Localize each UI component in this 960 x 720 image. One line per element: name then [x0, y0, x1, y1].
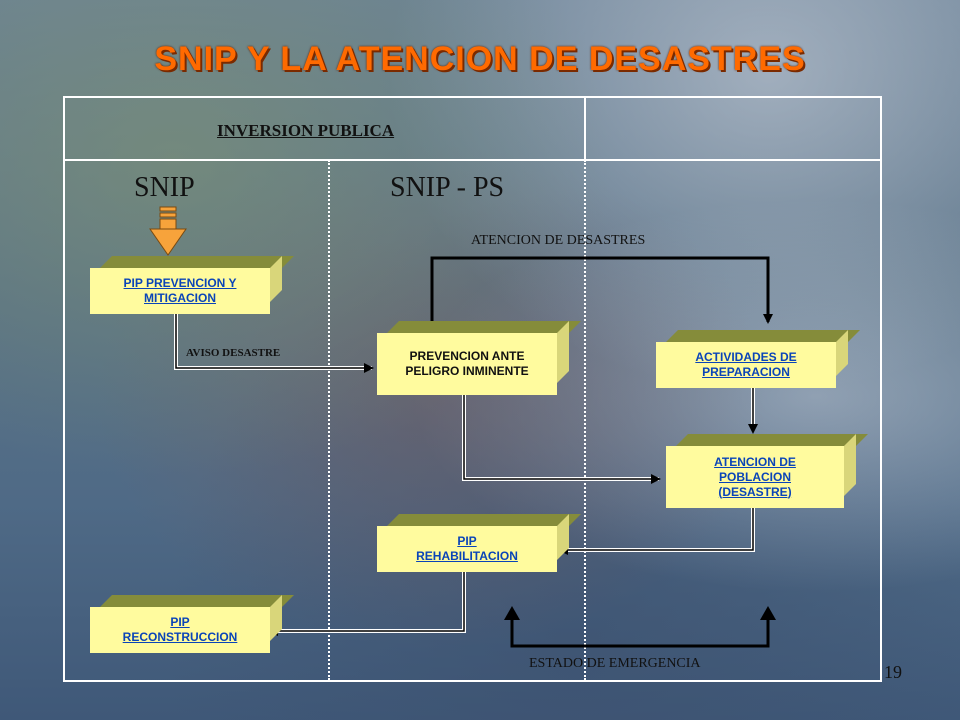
- box-line: PREPARACION: [702, 365, 790, 379]
- snip-ps-label: SNIP - PS: [390, 172, 505, 203]
- box-line: PIP: [170, 615, 190, 629]
- box-line: POBLACION: [719, 469, 791, 484]
- frame-right: [880, 96, 882, 682]
- prevencion-to-atencion-arrow: [462, 393, 659, 481]
- page-number: 19: [884, 662, 902, 682]
- frame-top: [63, 96, 882, 98]
- aviso-desastre-arrow: [174, 314, 372, 370]
- frame-left: [63, 96, 65, 682]
- estado-emergencia-bracket: [510, 616, 770, 648]
- snip-label: SNIP: [134, 172, 195, 203]
- rehabilitacion-to-reconstruccion-arrow: [270, 572, 466, 633]
- frame-header-vertical: [584, 96, 586, 160]
- estado-emergencia-label: ESTADO DE EMERGENCIA: [529, 656, 701, 671]
- box-line: ACTIVIDADES DE: [695, 350, 797, 364]
- box-line: REHABILITACION: [416, 549, 518, 563]
- frame-header-divider: [63, 159, 882, 161]
- box-line: ATENCION DE: [714, 454, 796, 469]
- aviso-desastre-label: AVISO DESASTRE: [186, 347, 281, 359]
- box-line: MITIGACION: [144, 291, 216, 305]
- atencion-to-rehabilitacion-arrow: [560, 508, 755, 552]
- atencion-loop-arrow: [430, 256, 773, 332]
- box-line: RECONSTRUCCION: [122, 630, 238, 644]
- box-line: PELIGRO INMINENTE: [405, 364, 529, 378]
- box-line: (DESASTRE): [718, 484, 792, 499]
- frame-bottom: [63, 680, 882, 682]
- atencion-desastres-label: ATENCION DE DESASTRES: [471, 233, 646, 248]
- column-divider-1: [328, 160, 330, 680]
- box-line: PIP: [457, 534, 477, 548]
- orange-down-arrow: [149, 206, 187, 256]
- slide-title: SNIP Y LA ATENCION DE DESASTRES: [154, 40, 806, 78]
- box-line: PIP PREVENCION Y: [123, 276, 237, 290]
- column-divider-2: [584, 160, 586, 680]
- box-line: PREVENCION ANTE: [409, 349, 525, 363]
- inversion-publica-label: INVERSION PUBLICA: [217, 121, 395, 140]
